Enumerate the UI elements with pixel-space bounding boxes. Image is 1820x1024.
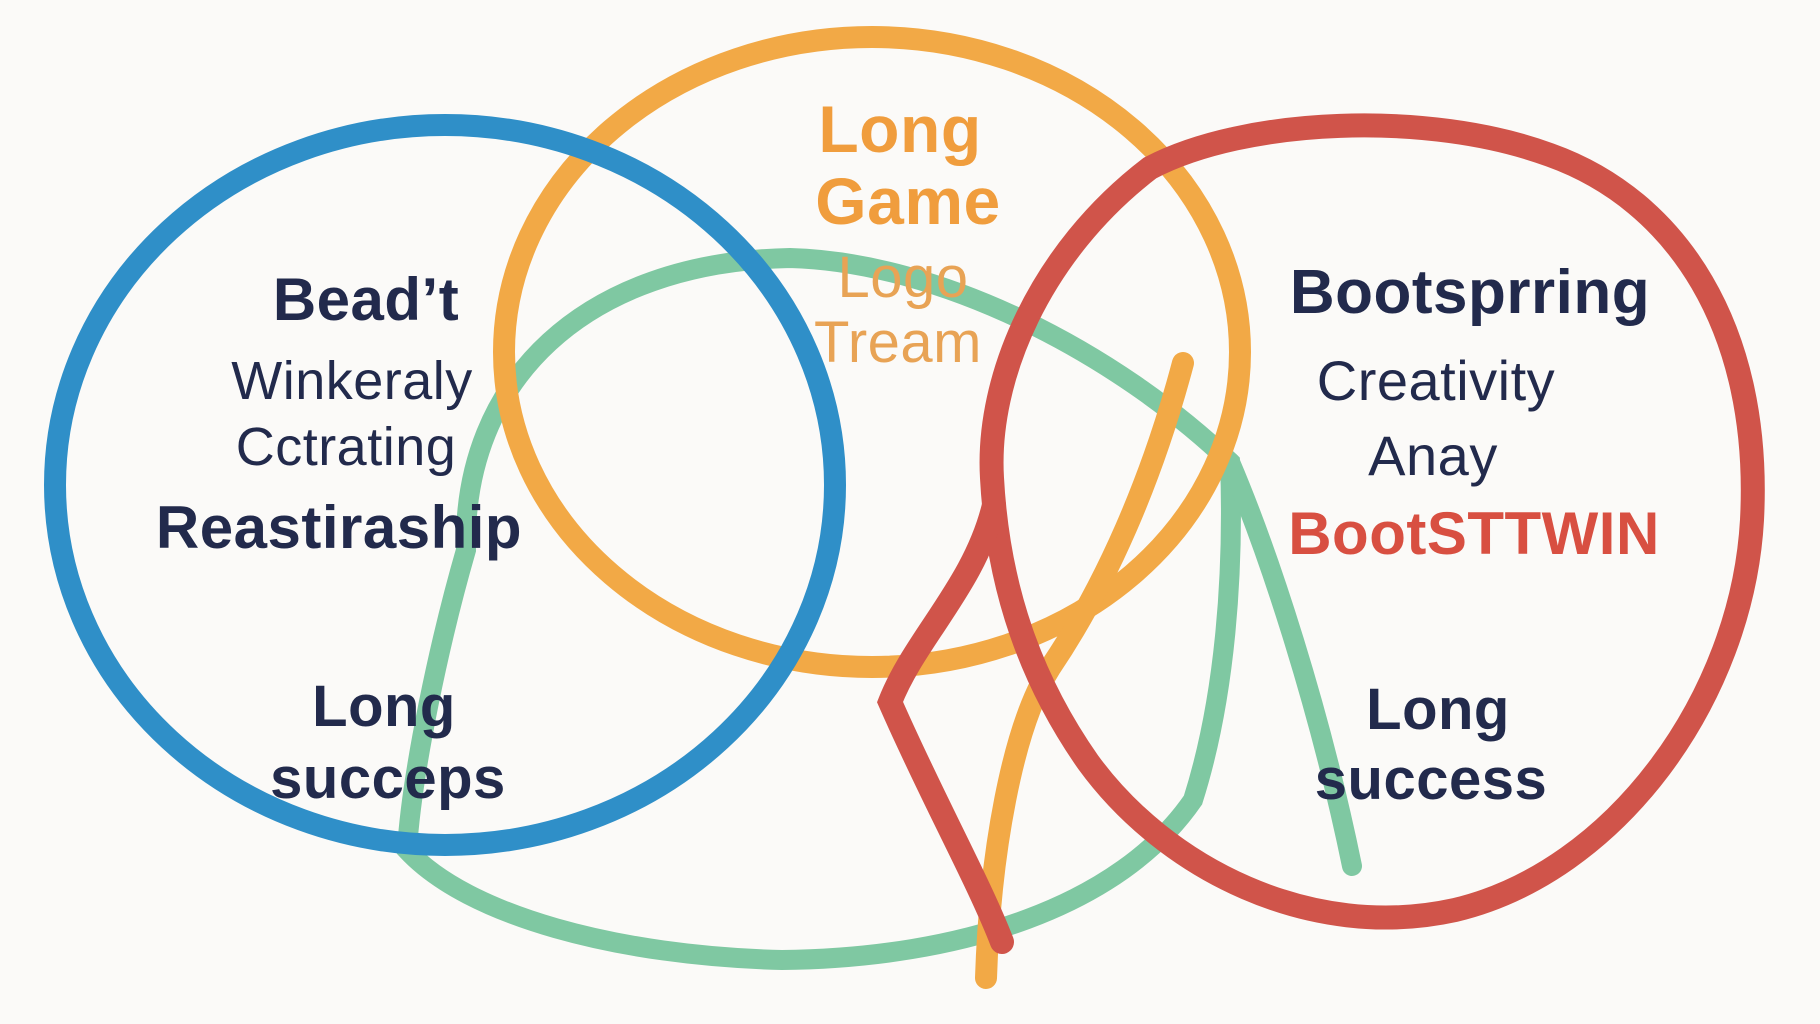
top-circle-title-line2: Game — [815, 164, 1001, 238]
orange-arc-artifact — [975, 352, 1194, 989]
right-circle-title: Bootsprring — [1289, 258, 1651, 327]
left-circle-keyword: Reastiraship — [155, 494, 523, 561]
red-arc-artifact — [877, 493, 1014, 954]
blue-circle-ring — [44, 114, 846, 856]
right-circle-bottom-line1: Long — [1366, 677, 1510, 742]
red-circle-ring — [979, 113, 1765, 930]
right-circle-keyword: BootSTTWIN — [1288, 500, 1660, 567]
left-circle-subtitle-2: Cctrating — [235, 417, 457, 477]
left-circle-bottom-line1: Long — [312, 674, 456, 739]
top-circle-sub-line1: Logo — [837, 245, 969, 310]
left-circle-subtitle-1: Winkeraly — [231, 351, 473, 411]
left-circle-title: Bead’t — [272, 266, 460, 333]
right-circle-bottom-line2: success — [1314, 747, 1548, 812]
left-circle-bottom-line2: succeps — [270, 746, 506, 811]
orange-circle-ring — [493, 26, 1251, 678]
green-arc-artifact — [1220, 452, 1362, 876]
top-circle-sub-line2: Tream — [814, 310, 982, 375]
right-circle-subtitle-2: Anay — [1368, 424, 1498, 487]
top-circle-title-line1: Long — [818, 92, 982, 166]
right-circle-subtitle-1: Creativity — [1316, 349, 1556, 412]
